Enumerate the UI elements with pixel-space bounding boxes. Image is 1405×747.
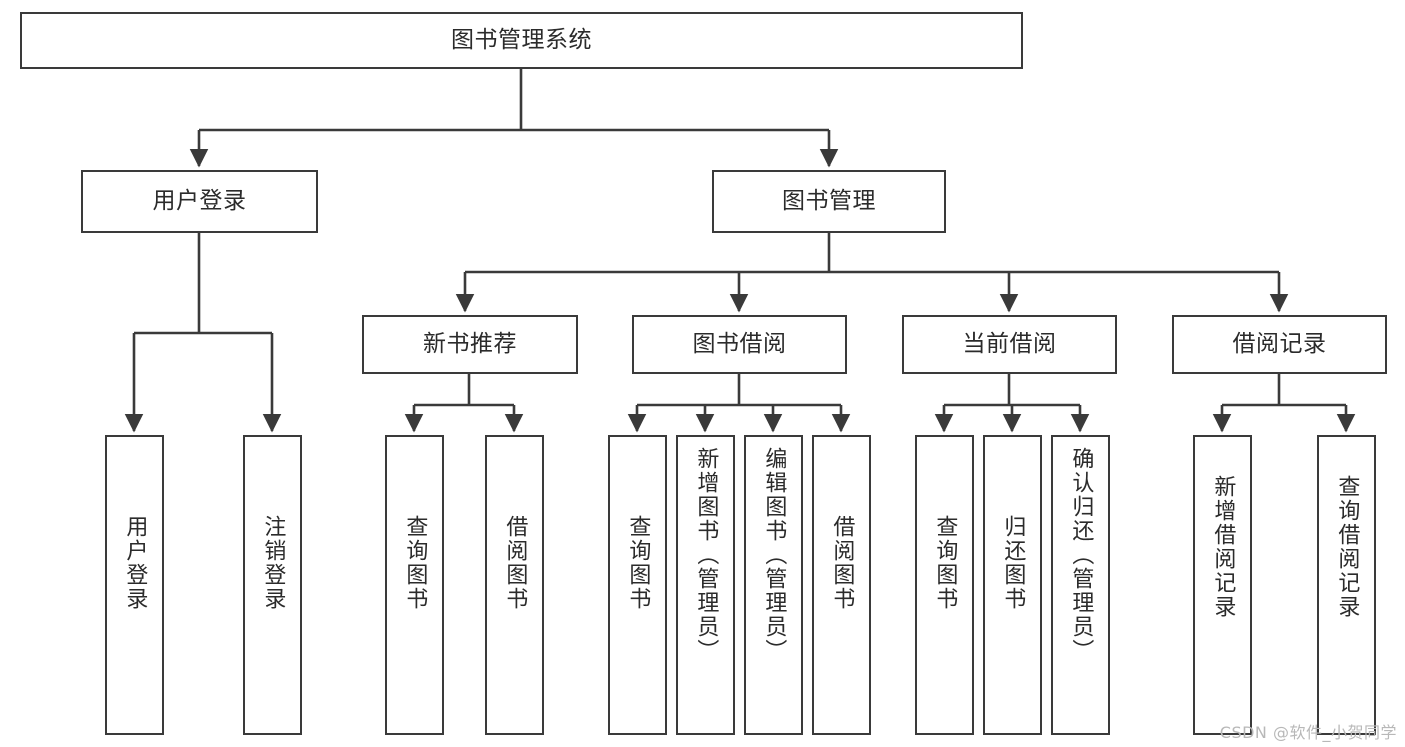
node-root[interactable]: 图书管理系统	[20, 12, 1023, 69]
node-leaf-edit-book-label: 编辑图书（管理员）	[761, 447, 787, 663]
node-leaf-logout-label: 注销登录	[260, 515, 286, 611]
node-book-borrow[interactable]: 图书借阅	[632, 315, 847, 374]
node-leaf-add-book-label: 新增图书（管理员）	[693, 447, 719, 663]
node-leaf-user-login-label: 用户登录	[122, 515, 148, 611]
node-leaf-logout[interactable]: 注销登录	[243, 435, 302, 735]
node-leaf-query-book-2-label: 查询图书	[625, 515, 651, 611]
node-borrow-record[interactable]: 借阅记录	[1172, 315, 1387, 374]
node-root-label: 图书管理系统	[451, 26, 592, 53]
node-leaf-query-record[interactable]: 查询借阅记录	[1317, 435, 1376, 735]
node-leaf-query-record-label: 查询借阅记录	[1334, 475, 1360, 619]
node-new-book-recommend[interactable]: 新书推荐	[362, 315, 578, 374]
watermark-text: CSDN @软件_小贺同学	[1219, 723, 1397, 742]
node-new-book-recommend-label: 新书推荐	[423, 330, 517, 357]
node-leaf-query-book-1[interactable]: 查询图书	[385, 435, 444, 735]
node-leaf-query-book-3[interactable]: 查询图书	[915, 435, 974, 735]
node-leaf-borrow-book-2[interactable]: 借阅图书	[812, 435, 871, 735]
node-borrow-record-label: 借阅记录	[1232, 330, 1327, 357]
node-leaf-add-book[interactable]: 新增图书（管理员）	[676, 435, 735, 735]
node-leaf-user-login[interactable]: 用户登录	[105, 435, 164, 735]
node-leaf-confirm-return-label: 确认归还（管理员）	[1068, 447, 1094, 663]
node-user-login[interactable]: 用户登录	[81, 170, 318, 233]
node-book-management-label: 图书管理	[782, 187, 876, 214]
node-leaf-add-record-label: 新增借阅记录	[1210, 475, 1236, 619]
node-leaf-query-book-1-label: 查询图书	[402, 515, 428, 611]
node-leaf-borrow-book-1[interactable]: 借阅图书	[485, 435, 544, 735]
node-leaf-return-book-label: 归还图书	[1000, 515, 1026, 611]
node-leaf-return-book[interactable]: 归还图书	[983, 435, 1042, 735]
node-leaf-query-book-2[interactable]: 查询图书	[608, 435, 667, 735]
node-leaf-edit-book[interactable]: 编辑图书（管理员）	[744, 435, 803, 735]
node-leaf-query-book-3-label: 查询图书	[932, 515, 958, 611]
node-current-borrow[interactable]: 当前借阅	[902, 315, 1117, 374]
node-user-login-label: 用户登录	[152, 187, 247, 214]
node-leaf-add-record[interactable]: 新增借阅记录	[1193, 435, 1252, 735]
node-book-management[interactable]: 图书管理	[712, 170, 946, 233]
node-current-borrow-label: 当前借阅	[962, 330, 1057, 357]
node-leaf-borrow-book-1-label: 借阅图书	[502, 515, 528, 611]
node-leaf-borrow-book-2-label: 借阅图书	[829, 515, 855, 611]
node-book-borrow-label: 图书借阅	[692, 330, 787, 357]
node-leaf-confirm-return[interactable]: 确认归还（管理员）	[1051, 435, 1110, 735]
